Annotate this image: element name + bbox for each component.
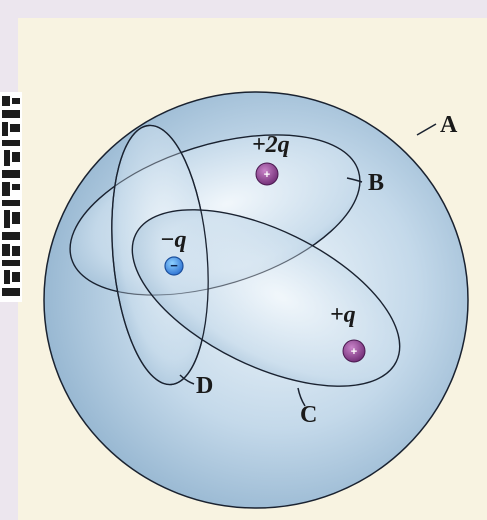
charge-sign-plus-q: +	[351, 346, 357, 358]
leader-a	[417, 124, 436, 135]
charge-sign-plus-2q: +	[264, 169, 270, 181]
charge-label-plus-2q: +2q	[252, 132, 290, 158]
label-b: B	[368, 170, 384, 196]
charge-label-minus-q: −q	[160, 227, 187, 253]
label-c: C	[300, 402, 317, 428]
label-a: A	[440, 112, 458, 138]
charge-sign-minus-q: −	[170, 258, 178, 273]
charge-label-plus-q: +q	[330, 302, 356, 328]
label-d: D	[196, 373, 213, 399]
